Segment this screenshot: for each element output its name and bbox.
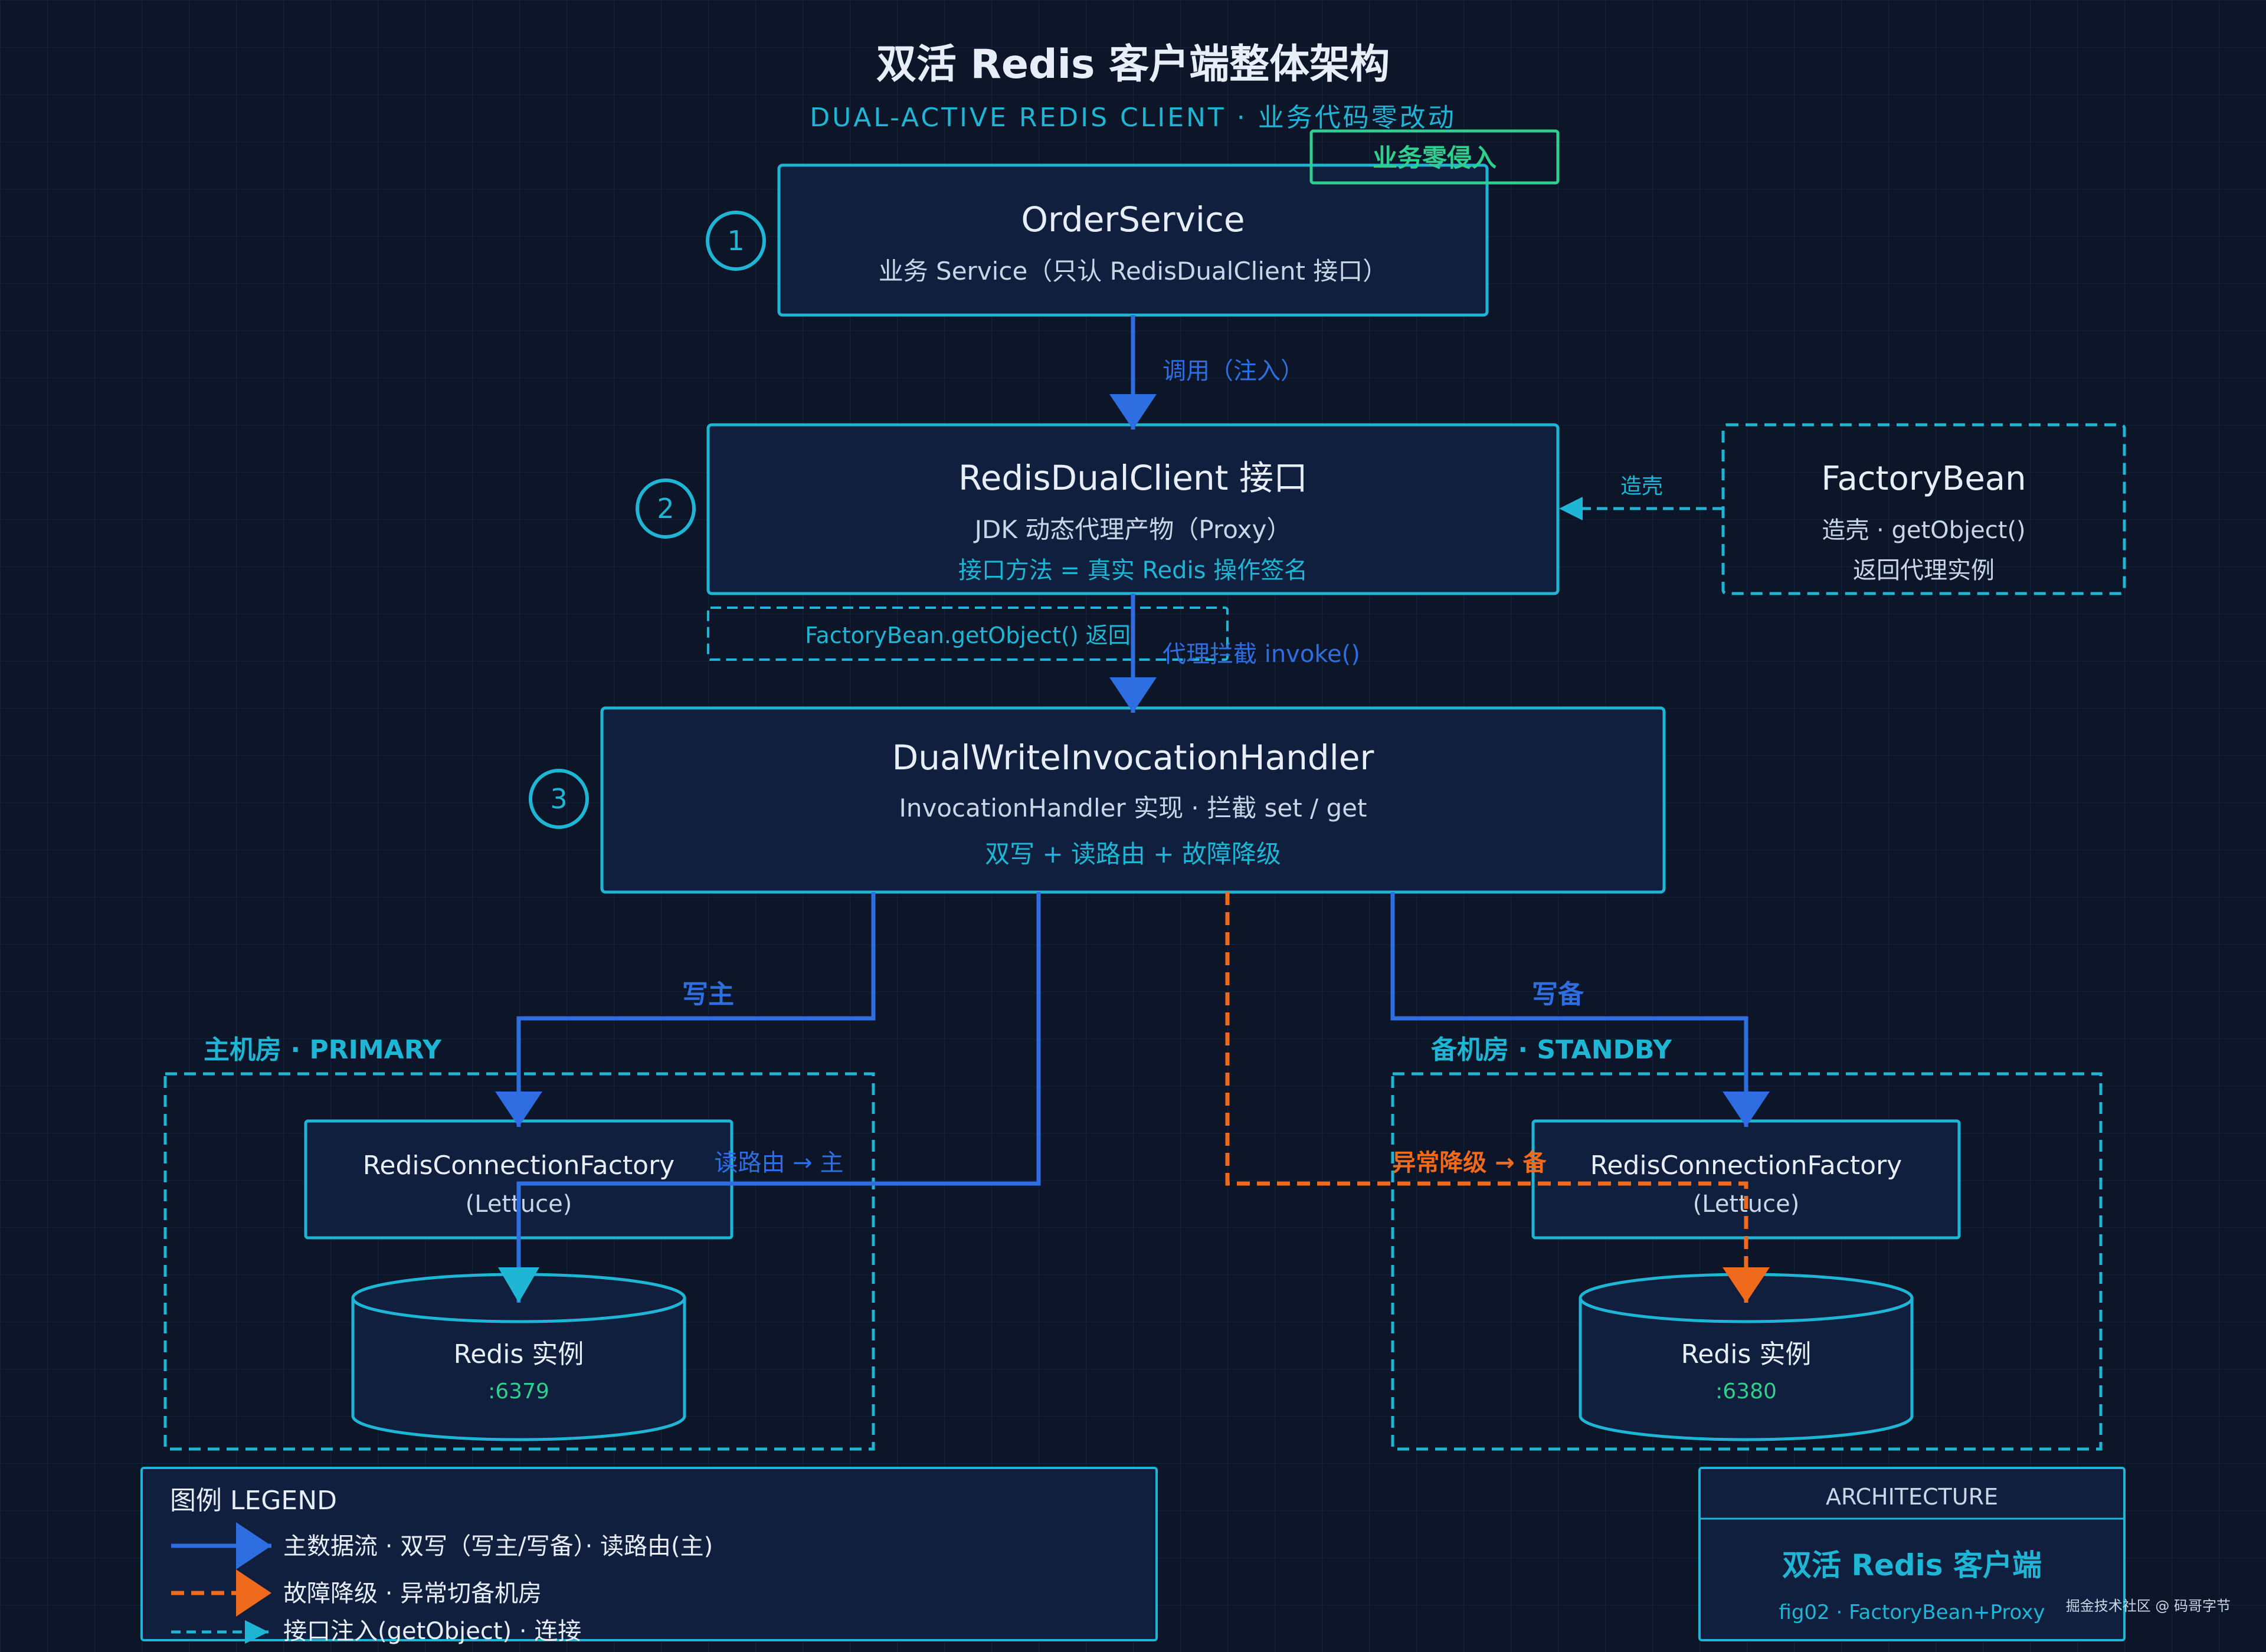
legend-item-main-flow: 主数据流 · 双写（写主/写备）· 读路由(主) <box>283 1533 713 1560</box>
legend-item-fallback: 故障降级 · 异常切备机房 <box>283 1580 542 1607</box>
order-service-title: OrderService <box>1021 199 1245 240</box>
step-number: 1 <box>727 225 744 257</box>
standby-factory-title: RedisConnectionFactory <box>1590 1150 1902 1181</box>
legend-title: 图例 LEGEND <box>170 1486 337 1516</box>
standby-label: 备机房 · STANDBY <box>1431 1035 1672 1065</box>
edge-proxy-invoke: 代理拦截 invoke() <box>1109 594 1360 713</box>
edge-make-shell: 造壳 <box>1559 474 1723 520</box>
edge-write-primary: 写主 <box>495 892 876 1127</box>
dual-client-title: RedisDualClient 接口 <box>958 458 1308 498</box>
dual-client-box: RedisDualClient 接口 JDK 动态代理产物（Proxy） 接口方… <box>706 423 1560 595</box>
edge-write-primary-label: 写主 <box>682 979 734 1009</box>
edge-write-standby-label: 写备 <box>1532 979 1584 1009</box>
diagram-subtitle: DUAL-ACTIVE REDIS CLIENT · 业务代码零改动 <box>810 103 1456 133</box>
primary-redis-port: :6379 <box>488 1379 549 1404</box>
getobject-note-label: FactoryBean.getObject() 返回 <box>805 622 1131 648</box>
factory-bean-sub: 造壳 · getObject() <box>1822 517 2025 544</box>
standby-redis-title: Redis 实例 <box>1681 1339 1812 1369</box>
watermark: 掘金技术社区 @ 码哥字节 <box>2066 1598 2231 1614</box>
edge-invoke-inject-label: 调用（注入） <box>1163 358 1304 385</box>
info-card-header: ARCHITECTURE <box>1826 1484 1998 1510</box>
order-service-sub: 业务 Service（只认 RedisDualClient 接口） <box>879 257 1388 286</box>
primary-connection-factory: RedisConnectionFactory (Lettuce) <box>304 1119 733 1240</box>
info-card: ARCHITECTURE 双活 Redis 客户端 fig02 · Factor… <box>1698 1467 2126 1641</box>
primary-redis-title: Redis 实例 <box>454 1339 584 1369</box>
handler-note: 双写 + 读路由 + 故障降级 <box>985 840 1281 868</box>
dual-client-sub: JDK 动态代理产物（Proxy） <box>973 515 1292 544</box>
info-card-title: 双活 Redis 客户端 <box>1782 1548 2042 1582</box>
zero-intrusion-label: 业务零侵入 <box>1373 143 1497 172</box>
handler-sub: InvocationHandler 实现 · 拦截 set / get <box>899 794 1367 822</box>
factory-bean-box: FactoryBean 造壳 · getObject() 返回代理实例 <box>1721 423 2126 595</box>
edge-make-shell-label: 造壳 <box>1620 474 1663 499</box>
primary-group: 主机房 · PRIMARY RedisConnectionFactory (Le… <box>163 1035 875 1451</box>
step-marker-1: 1 <box>706 211 766 271</box>
legend: 图例 LEGEND 主数据流 · 双写（写主/写备）· 读路由(主) 故障降级 … <box>140 1467 1158 1645</box>
info-card-caption: fig02 · FactoryBean+Proxy <box>1779 1601 2045 1624</box>
step-marker-3: 3 <box>529 769 589 829</box>
edge-read-route: 读路由 → 主 <box>498 892 1041 1303</box>
edge-fallback: 异常降级 → 备 <box>1225 892 1770 1303</box>
edge-fallback-label: 异常降级 → 备 <box>1392 1149 1547 1176</box>
standby-redis-port: :6380 <box>1715 1379 1777 1404</box>
primary-redis-instance: Redis 实例 :6379 <box>351 1273 686 1441</box>
handler-title: DualWriteInvocationHandler <box>892 738 1374 778</box>
step-number: 2 <box>657 493 674 525</box>
zero-intrusion-badge: 业务零侵入 <box>1309 129 1560 185</box>
handler-box: DualWriteInvocationHandler InvocationHan… <box>600 706 1666 894</box>
edge-read-route-label: 读路由 → 主 <box>715 1149 844 1176</box>
order-service-box: OrderService 业务 Service（只认 RedisDualClie… <box>777 163 1489 317</box>
dual-client-note: 接口方法 = 真实 Redis 操作签名 <box>958 557 1308 584</box>
step-marker-2: 2 <box>636 478 696 539</box>
legend-item-inject: 接口注入(getObject) · 连接 <box>283 1618 581 1645</box>
edge-write-standby: 写备 <box>1390 892 1770 1127</box>
getobject-note-box: FactoryBean.getObject() 返回 <box>707 607 1229 661</box>
step-number: 3 <box>550 783 567 815</box>
factory-bean-title: FactoryBean <box>1821 460 2026 498</box>
diagram-title: 双活 Redis 客户端整体架构 <box>876 41 1390 88</box>
edge-proxy-invoke-label: 代理拦截 invoke() <box>1163 641 1360 668</box>
edge-invoke-inject: 调用（注入） <box>1109 315 1304 430</box>
factory-bean-note: 返回代理实例 <box>1853 557 1995 584</box>
primary-factory-title: RedisConnectionFactory <box>363 1150 674 1181</box>
primary-label: 主机房 · PRIMARY <box>204 1035 442 1065</box>
